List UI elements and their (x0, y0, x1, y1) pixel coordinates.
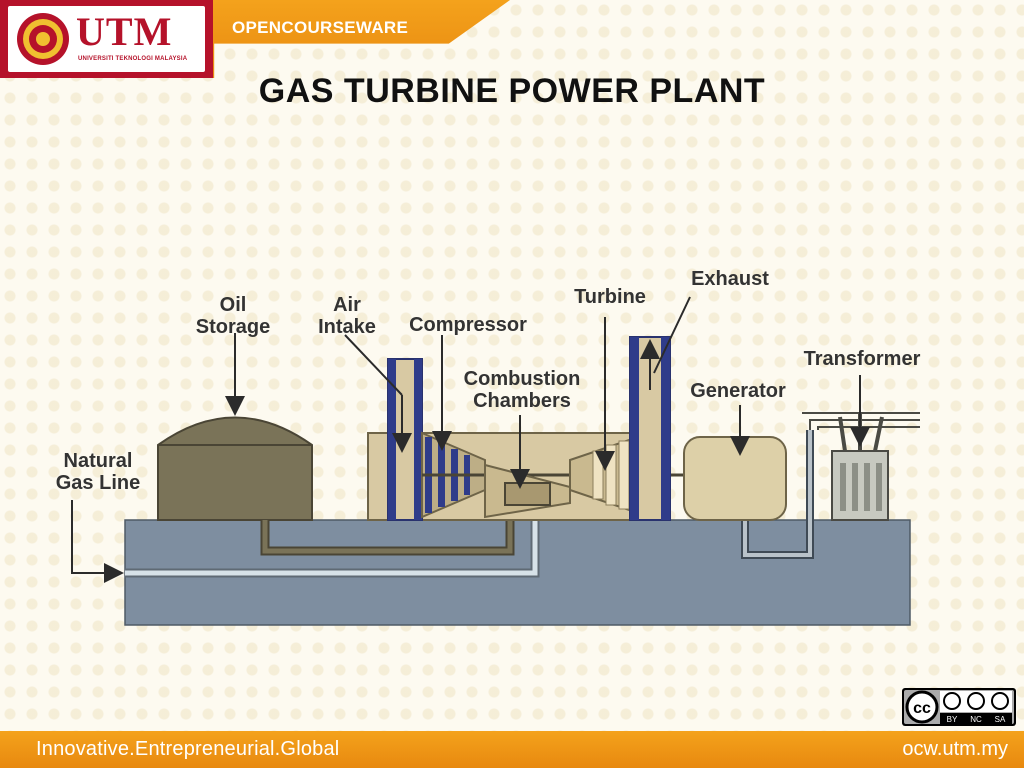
label-oil-storage-line1: Oil (220, 294, 247, 316)
label-natural-gas-line2: Gas Line (56, 472, 140, 494)
footer-bar: Innovative.Entrepreneurial.Global ocw.ut… (0, 731, 1024, 768)
license-by: BY (947, 715, 958, 724)
footer-tagline: Innovative.Entrepreneurial.Global (36, 738, 340, 760)
license-sa: SA (995, 715, 1006, 724)
label-transformer: Transformer (804, 348, 921, 370)
label-compressor: Compressor (409, 314, 527, 336)
label-exhaust: Exhaust (691, 268, 769, 290)
label-oil-storage-line2: Storage (196, 316, 270, 338)
gas-turbine-diagram: Oil Storage Air Intake Compressor Combus… (56, 268, 921, 626)
label-generator: Generator (690, 380, 786, 402)
noncommercial-icon (967, 692, 985, 710)
generator (683, 436, 787, 521)
attribution-icon (943, 692, 961, 710)
license-nc: NC (970, 715, 982, 724)
label-air-intake-line1: Air (333, 294, 361, 316)
utm-logo: UTM UNIVERSITI TEKNOLOGI MALAYSIA (0, 0, 213, 78)
label-combustion-line2: Chambers (473, 390, 571, 412)
sharealike-icon (991, 692, 1009, 710)
label-natural-gas-line1: Natural (64, 450, 133, 472)
cc-icon: cc (913, 700, 931, 717)
oil-storage-tank (157, 416, 313, 521)
utm-seal-icon (17, 13, 69, 65)
utm-logo-text: UTM (76, 9, 173, 54)
utm-logo-subtitle: UNIVERSITI TEKNOLOGI MALAYSIA (78, 56, 188, 62)
slide-title: GAS TURBINE POWER PLANT (258, 72, 766, 110)
label-air-intake-line2: Intake (318, 316, 376, 338)
label-turbine: Turbine (574, 286, 646, 308)
label-combustion-line1: Combustion (464, 368, 581, 390)
cc-license-badge[interactable]: cc BY NC SA (902, 688, 1016, 726)
footer-url[interactable]: ocw.utm.my (902, 738, 1008, 760)
opencourseware-label: OPENCOURSEWARE (232, 18, 409, 37)
